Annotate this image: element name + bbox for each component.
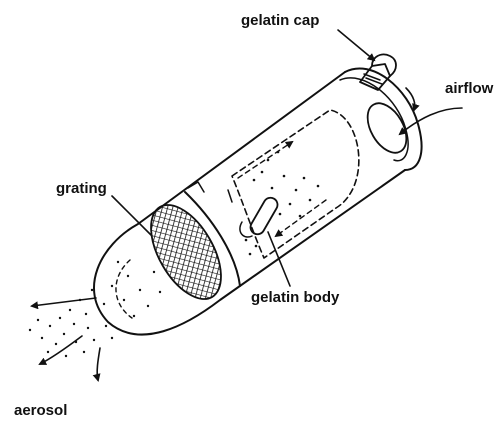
aerosol-label: aerosol: [14, 403, 67, 418]
aerosol-arrow-lower: [97, 348, 100, 380]
airflow-label: airflow: [445, 81, 493, 96]
grating-label: grating: [56, 181, 107, 196]
aerosol-arrow-down: [40, 336, 82, 364]
gelatin-cap-label: gelatin cap: [241, 13, 319, 28]
body-leader-line: [268, 232, 290, 286]
grating-leader-line: [112, 196, 152, 236]
cap-leader-line: [338, 30, 374, 60]
airflow-arrow-in: [400, 108, 462, 134]
device-outline: [94, 72, 405, 335]
gelatin-body-label: gelatin body: [251, 290, 339, 305]
aerosol-arrow-left: [32, 298, 96, 306]
